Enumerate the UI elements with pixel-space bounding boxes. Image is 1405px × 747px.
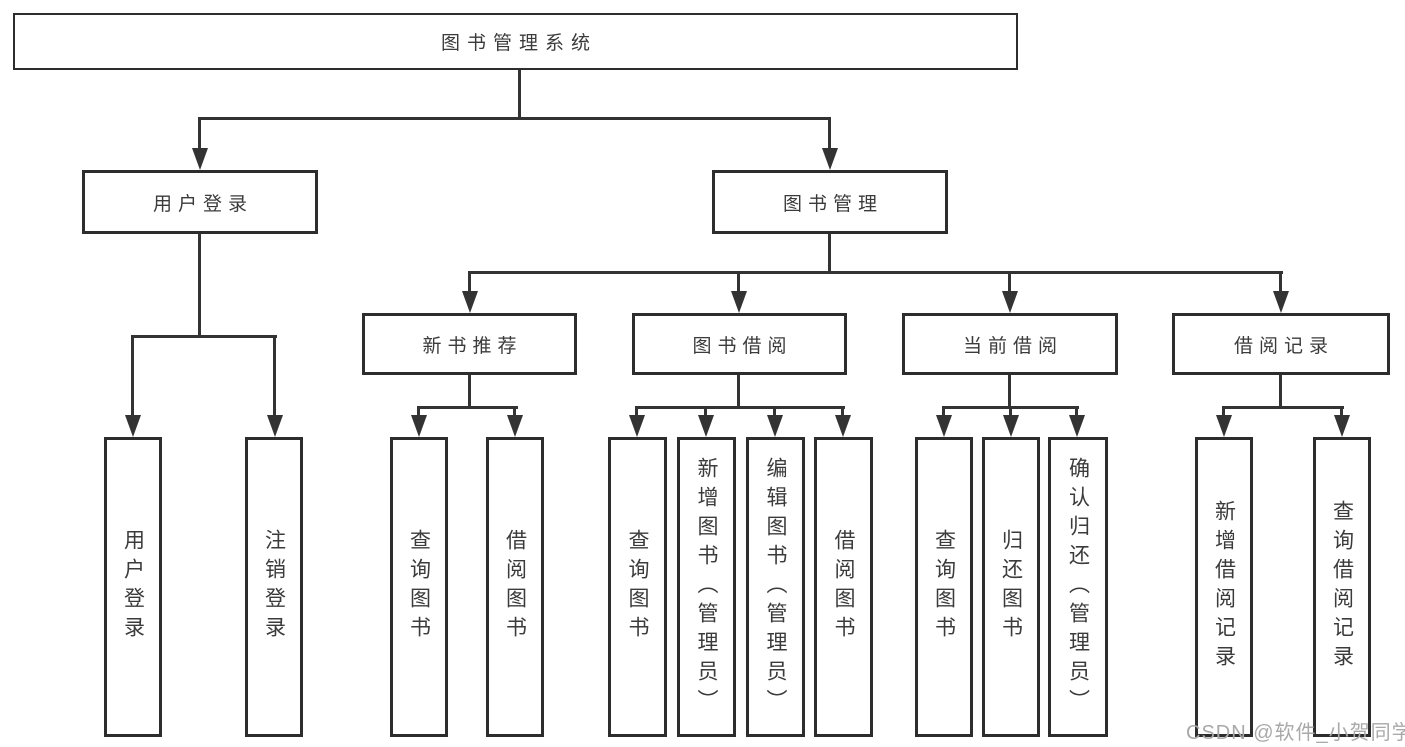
connector-line [635, 406, 845, 409]
arrow-down-icon [1334, 415, 1350, 437]
connector-line [468, 271, 471, 291]
node-user-login-label: 用户登录 [152, 193, 253, 215]
arrow-down-icon [767, 415, 783, 437]
leaf-add-borrow-record: 新增借阅记录 [1195, 437, 1253, 737]
arrow-down-icon [125, 415, 141, 437]
arrow-down-icon [1273, 291, 1289, 313]
connector-line [1008, 271, 1011, 291]
connector-line [841, 406, 844, 415]
connector-line [273, 335, 276, 415]
leaf-borrow-books-borrowing: 借阅图书 [814, 437, 873, 737]
node-user-login: 用户登录 [82, 170, 318, 234]
leaf-query-borrow-record: 查询借阅记录 [1313, 437, 1371, 737]
connector-line [417, 406, 518, 409]
arrow-down-icon [698, 415, 714, 437]
arrow-down-icon [835, 415, 851, 437]
connector-line [1340, 406, 1343, 415]
leaf-query-books-current-label: 查询图书 [932, 529, 956, 645]
connector-line [131, 335, 134, 415]
leaf-borrow-books-recommend-label: 借阅图书 [503, 529, 527, 645]
leaf-borrow-books-recommend: 借阅图书 [486, 437, 544, 737]
leaf-query-borrow-record-label: 查询借阅记录 [1330, 500, 1354, 674]
arrow-down-icon [1003, 415, 1019, 437]
leaf-add-borrow-record-label: 新增借阅记录 [1212, 500, 1236, 674]
arrow-down-icon [1069, 415, 1085, 437]
node-book-borrowing: 图书借阅 [632, 313, 847, 375]
arrow-down-icon [411, 415, 427, 437]
arrow-down-icon [192, 148, 208, 170]
arrow-down-icon [267, 415, 283, 437]
leaf-logout: 注销登录 [245, 437, 303, 737]
leaf-query-books-borrowing: 查询图书 [608, 437, 667, 737]
connector-line [198, 117, 831, 120]
connector-line [1009, 406, 1012, 415]
leaf-add-book-admin: 新增图书（管理员） [677, 437, 736, 737]
arrow-down-icon [629, 415, 645, 437]
connector-line [518, 70, 521, 118]
connector-line [828, 117, 831, 148]
node-borrow-records: 借阅记录 [1172, 313, 1390, 375]
leaf-user-login: 用户登录 [104, 437, 162, 737]
connector-line [704, 406, 707, 415]
connector-line [198, 117, 201, 148]
arrow-down-icon [936, 415, 952, 437]
connector-line [773, 406, 776, 415]
node-root-label: 图书管理系统 [440, 33, 597, 54]
connector-line [417, 406, 420, 415]
leaf-borrow-books-borrowing-label: 借阅图书 [832, 529, 855, 645]
leaf-confirm-return-admin-label: 确认归还（管理员） [1066, 456, 1090, 718]
leaf-return-books-label: 归还图书 [999, 529, 1023, 645]
leaf-query-books-current: 查询图书 [915, 437, 973, 737]
node-new-book-recommend: 新书推荐 [362, 313, 577, 375]
arrow-down-icon [507, 415, 523, 437]
leaf-logout-label: 注销登录 [262, 529, 286, 645]
leaf-return-books: 归还图书 [982, 437, 1040, 737]
node-current-borrowing-label: 当前借阅 [962, 335, 1063, 357]
connector-line [513, 406, 516, 415]
connector-line [198, 234, 201, 336]
node-borrow-records-label: 借阅记录 [1233, 335, 1334, 357]
connector-line [468, 271, 1283, 274]
arrow-down-icon [1216, 415, 1232, 437]
node-new-book-recommend-label: 新书推荐 [422, 335, 523, 357]
connector-line [468, 375, 471, 408]
leaf-query-books-recommend: 查询图书 [390, 437, 448, 737]
connector-line [1008, 375, 1011, 408]
connector-line [942, 406, 945, 415]
leaf-edit-book-admin-label: 编辑图书（管理员） [764, 456, 787, 718]
connector-line [1279, 375, 1282, 408]
connector-line [828, 234, 831, 272]
connector-line [1279, 271, 1282, 291]
node-book-management: 图书管理 [712, 170, 948, 234]
arrow-down-icon [1002, 291, 1018, 313]
connector-line [737, 375, 740, 408]
connector-line [1222, 406, 1225, 415]
leaf-query-books-borrowing-label: 查询图书 [626, 529, 649, 645]
watermark: CSDN @软件_小贺同学 [1186, 722, 1405, 744]
connector-line [635, 406, 638, 415]
arrow-down-icon [731, 291, 747, 313]
node-book-borrowing-label: 图书借阅 [692, 335, 793, 357]
connector-line [737, 271, 740, 291]
leaf-confirm-return-admin: 确认归还（管理员） [1048, 437, 1108, 737]
leaf-edit-book-admin: 编辑图书（管理员） [746, 437, 805, 737]
connector-line [131, 335, 277, 338]
arrow-down-icon [462, 291, 478, 313]
connector-line [1075, 406, 1078, 415]
node-book-management-label: 图书管理 [782, 193, 883, 215]
leaf-user-login-label: 用户登录 [121, 529, 145, 645]
leaf-add-book-admin-label: 新增图书（管理员） [695, 456, 718, 718]
leaf-query-books-recommend-label: 查询图书 [407, 529, 431, 645]
node-root: 图书管理系统 [13, 13, 1018, 70]
connector-line [1222, 406, 1344, 409]
node-current-borrowing: 当前借阅 [902, 313, 1118, 375]
arrow-down-icon [822, 148, 838, 170]
